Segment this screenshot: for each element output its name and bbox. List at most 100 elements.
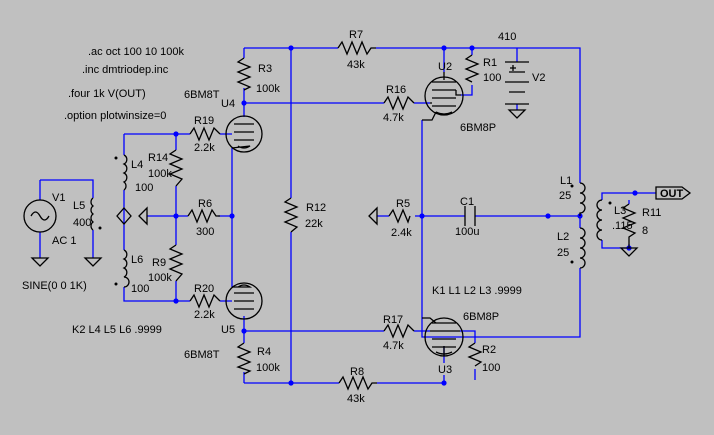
label-V1-sine: SINE(0 0 1K) <box>22 280 87 292</box>
tube-U4 <box>225 115 263 153</box>
tube-U5 <box>225 282 263 320</box>
label-R17-ref: R17 <box>383 314 403 326</box>
tube-U2 <box>422 72 464 121</box>
label-R20-ref: R20 <box>194 283 214 295</box>
directive-k-upper: K1 L1 L2 L3 .9999 <box>432 285 522 297</box>
label-R17-val: 4.7k <box>383 340 404 352</box>
directive-k-lower: K2 L4 L5 L6 .9999 <box>72 324 162 336</box>
label-L4-ref: L4 <box>131 159 143 171</box>
label-R9-ref: R9 <box>152 257 166 269</box>
label-V1-val: AC 1 <box>52 235 76 247</box>
resistor-R16 <box>383 95 415 111</box>
label-C1-val: 100u <box>455 226 479 238</box>
label-L6-ref: L6 <box>131 254 143 266</box>
label-R5-ref: R5 <box>396 198 410 210</box>
label-L5-ref: L5 <box>73 200 85 212</box>
directive-inc: .inc dmtriodep.inc <box>82 64 169 76</box>
ground-L4L6 <box>116 207 132 225</box>
ground-L3 <box>619 247 639 257</box>
label-U5-model: 6BM8T <box>184 349 220 361</box>
label-R12-ref: R12 <box>306 202 326 214</box>
inductor-L2 <box>579 227 586 269</box>
label-R16-ref: R16 <box>386 84 406 96</box>
inductor-L6 <box>122 249 130 288</box>
label-L6-val: 100 <box>131 283 149 295</box>
label-V1-ref: V1 <box>52 192 65 204</box>
ground-V1 <box>30 257 50 267</box>
resistor-R1 <box>464 54 480 83</box>
directives: .ac oct 100 10 100k .inc dmtriodep.inc .… <box>64 31 522 336</box>
label-L3-ref: L3 <box>614 205 626 217</box>
label-L1-val: 25 <box>559 190 571 202</box>
junction-dots <box>173 45 638 386</box>
label-L5-val: 400 <box>73 217 91 229</box>
label-R19-ref: R19 <box>194 115 214 127</box>
inductors <box>90 154 612 288</box>
label-R6-ref: R6 <box>198 198 212 210</box>
label-L2-ref: L2 <box>557 231 569 243</box>
out-label: OUT <box>660 188 684 200</box>
label-V2-ref: V2 <box>532 72 545 84</box>
label-U4-ref: U4 <box>221 98 235 110</box>
label-R7-ref: R7 <box>349 29 363 41</box>
ground-R5 <box>368 206 378 226</box>
directive-option: .option plotwinsize=0 <box>64 110 166 122</box>
label-R6-val: 300 <box>196 226 214 238</box>
label-R4-val: 100k <box>256 362 280 374</box>
capacitor-C1 <box>464 206 476 226</box>
label-R1-ref: R1 <box>483 57 497 69</box>
label-R7-val: 43k <box>347 59 365 71</box>
label-R2-ref: R2 <box>482 344 496 356</box>
label-L1-ref: L1 <box>560 175 572 187</box>
supply-value: 410 <box>498 31 516 43</box>
resistor-R12 <box>283 197 299 233</box>
resistor-R6 <box>187 208 220 224</box>
resistor-R7 <box>337 40 376 56</box>
label-U4-model: 6BM8T <box>184 89 220 101</box>
inductor-L4 <box>122 154 128 191</box>
grounds <box>30 109 639 267</box>
label-R11-val: 8 <box>642 225 648 237</box>
label-R3-ref: R3 <box>258 63 272 75</box>
label-R8-ref: R8 <box>350 366 364 378</box>
label-R3-val: 100k <box>256 83 280 95</box>
label-R20-val: 2.2k <box>194 309 215 321</box>
resistor-R14 <box>168 149 184 187</box>
component-labels: R7 43k R8 43k R3 100k R4 100k R1 100 R2 … <box>22 29 661 405</box>
label-L3-val: .115 <box>612 220 633 232</box>
resistor-R5 <box>388 208 411 224</box>
resistor-R2 <box>467 342 483 367</box>
label-R8-val: 43k <box>347 393 365 405</box>
label-R1-val: 100 <box>483 72 501 84</box>
resistor-R19 <box>189 126 221 142</box>
label-R9-val: 100k <box>148 272 172 284</box>
label-R14-ref: R14 <box>148 152 168 164</box>
tube-U3 <box>422 317 464 357</box>
source-V2 <box>505 61 529 105</box>
label-R4-ref: R4 <box>257 346 271 358</box>
resistor-R20 <box>189 293 221 309</box>
label-U3-model: 6BM8P <box>463 311 499 323</box>
directive-ac: .ac oct 100 10 100k <box>88 46 185 58</box>
source-V1 <box>23 199 57 233</box>
label-L2-val: 25 <box>557 247 569 259</box>
ground-V2 <box>507 109 527 119</box>
label-R2-val: 100 <box>482 362 500 374</box>
resistor-R17 <box>383 323 415 339</box>
inductor-L5 <box>90 197 95 231</box>
inductor-L3 <box>596 199 603 241</box>
resistor-R8 <box>338 375 377 391</box>
ground-L5 <box>83 257 103 267</box>
label-U2-model: 6BM8P <box>460 122 496 134</box>
inductor-L1 <box>579 182 586 216</box>
label-R16-val: 4.7k <box>383 112 404 124</box>
out-port: OUT <box>655 186 692 200</box>
label-R14-val: 100k <box>148 168 172 180</box>
label-R12-val: 22k <box>305 218 323 230</box>
ground-R6 <box>138 206 148 226</box>
resistor-R9 <box>168 244 184 282</box>
resistor-R3 <box>236 57 252 91</box>
resistors <box>168 40 637 391</box>
label-U2-ref: U2 <box>438 61 452 73</box>
